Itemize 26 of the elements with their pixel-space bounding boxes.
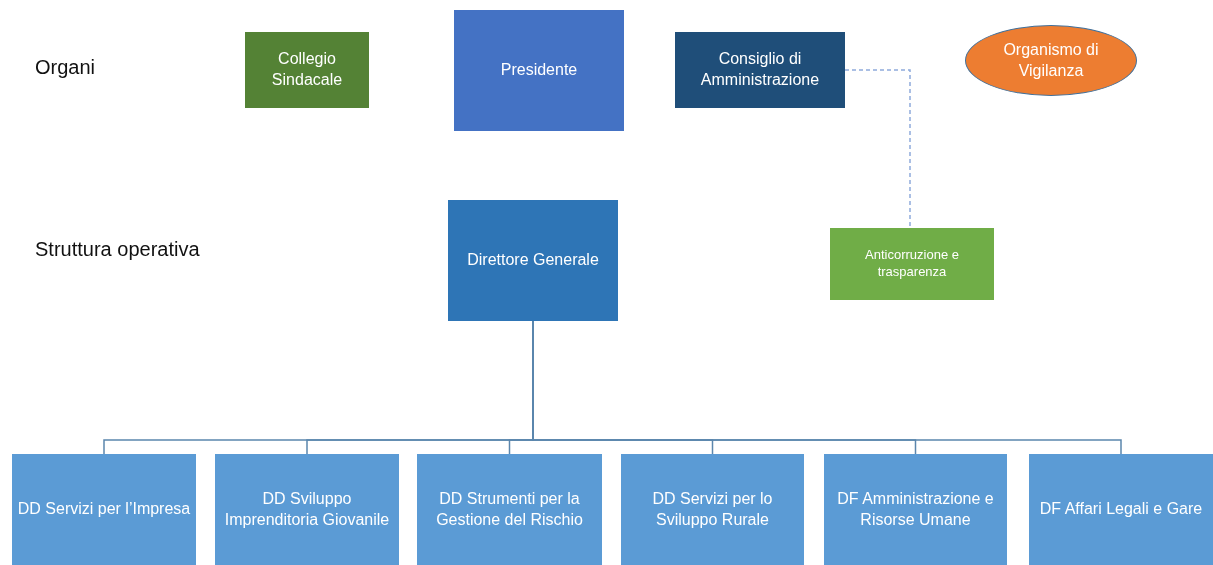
division-box bbox=[824, 454, 1007, 565]
row-label: Organi bbox=[35, 56, 96, 79]
node-text: DD Strumenti per la Gestione del Rischio bbox=[435, 488, 584, 530]
node-text: DD Sviluppo Imprenditoria Giovanile bbox=[223, 488, 391, 530]
organ-box bbox=[675, 32, 845, 108]
node-text: DF Affari Legali e Gare bbox=[1039, 499, 1203, 520]
division-box bbox=[215, 454, 399, 565]
office-box bbox=[830, 228, 994, 300]
node-text: Presidente bbox=[500, 60, 578, 81]
node-text: DD Servizi per l’Impresa bbox=[17, 499, 191, 520]
node-text: Organismo di Vigilanza bbox=[1002, 39, 1100, 81]
node-text: DF Amministrazione e Risorse Umane bbox=[836, 488, 995, 530]
division-box bbox=[12, 454, 196, 565]
row-label: Struttura operativa bbox=[35, 238, 200, 261]
node-text: Collegio Sindacale bbox=[270, 49, 344, 90]
node-text: Consiglio di Amministrazione bbox=[699, 49, 821, 90]
node-text: Anticorruzione e trasparenza bbox=[864, 247, 960, 281]
organ-box bbox=[245, 32, 369, 108]
division-box bbox=[621, 454, 804, 565]
division-box bbox=[1029, 454, 1213, 565]
connector-line bbox=[844, 69, 911, 229]
director-box bbox=[448, 200, 618, 321]
division-box bbox=[417, 454, 602, 565]
organ-box bbox=[454, 10, 624, 131]
node-text: Direttore Generale bbox=[467, 250, 599, 271]
node-text: DD Servizi per lo Sviluppo Rurale bbox=[651, 488, 774, 530]
